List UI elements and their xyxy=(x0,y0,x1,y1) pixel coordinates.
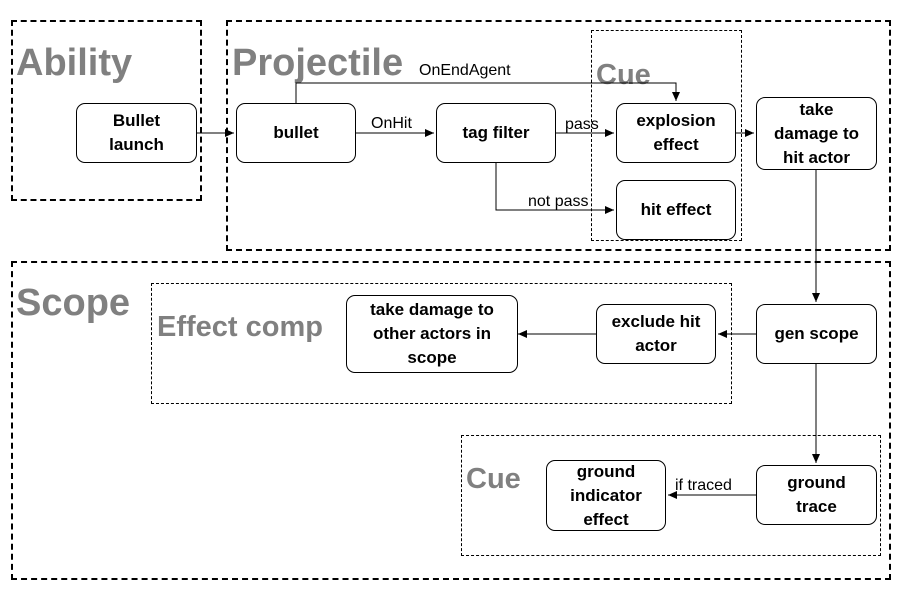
node-hit-effect[interactable]: hit effect xyxy=(616,180,736,240)
group-scope xyxy=(11,261,891,580)
edge-label-on-hit: OnHit xyxy=(371,115,412,132)
group-cue-top xyxy=(591,30,742,241)
group-effect-comp xyxy=(151,283,732,404)
edge-bullet-to-explosion xyxy=(295,82,680,103)
node-take-damage-hit-actor[interactable]: take damage to hit actor xyxy=(756,97,877,170)
group-title-ability: Ability xyxy=(16,42,133,84)
node-ground-indicator-effect-label: ground indicator effect xyxy=(570,461,642,529)
group-title-projectile: Projectile xyxy=(232,42,404,84)
group-title-effect-comp: Effect comp xyxy=(157,311,323,343)
edge-label-if-traced: if traced xyxy=(675,477,732,494)
node-ground-indicator-effect[interactable]: ground indicator effect xyxy=(546,460,666,531)
node-take-damage-other-actors[interactable]: take damage to other actors in scope xyxy=(346,295,518,373)
edge-label-not-pass: not pass xyxy=(528,193,589,210)
node-gen-scope[interactable]: gen scope xyxy=(756,304,877,364)
node-bullet-label: bullet xyxy=(273,123,319,142)
node-take-damage-other-actors-label: take damage to other actors in scope xyxy=(370,300,494,367)
node-exclude-hit-actor-label: exclude hit actor xyxy=(611,312,701,355)
node-exclude-hit-actor[interactable]: exclude hit actor xyxy=(596,304,716,364)
node-hit-effect-label: hit effect xyxy=(640,200,712,219)
edge-label-on-end-agent: OnEndAgent xyxy=(419,62,511,79)
edge-label-pass: pass xyxy=(565,116,599,133)
group-title-scope: Scope xyxy=(16,282,131,324)
group-title-cue-top: Cue xyxy=(596,59,651,91)
node-ground-trace-label: ground trace xyxy=(787,473,846,516)
node-explosion-effect[interactable]: explosion effect xyxy=(616,103,736,163)
group-cue-bottom xyxy=(461,435,881,556)
node-bullet[interactable]: bullet xyxy=(236,103,356,163)
node-tag-filter-label: tag filter xyxy=(462,123,530,142)
node-bullet-launch-label: Bullet launch xyxy=(109,111,164,154)
node-ground-trace[interactable]: ground trace xyxy=(756,465,877,525)
node-bullet-launch[interactable]: Bullet launch xyxy=(76,103,197,163)
edge-tag-filter-to-hit-effect xyxy=(495,163,614,214)
node-explosion-effect-label: explosion effect xyxy=(636,111,716,154)
group-title-cue-bottom: Cue xyxy=(466,463,521,495)
node-gen-scope-label: gen scope xyxy=(774,324,859,343)
group-ability xyxy=(11,20,202,201)
node-tag-filter[interactable]: tag filter xyxy=(436,103,556,163)
node-take-damage-hit-actor-label: take damage to hit actor xyxy=(773,99,860,167)
